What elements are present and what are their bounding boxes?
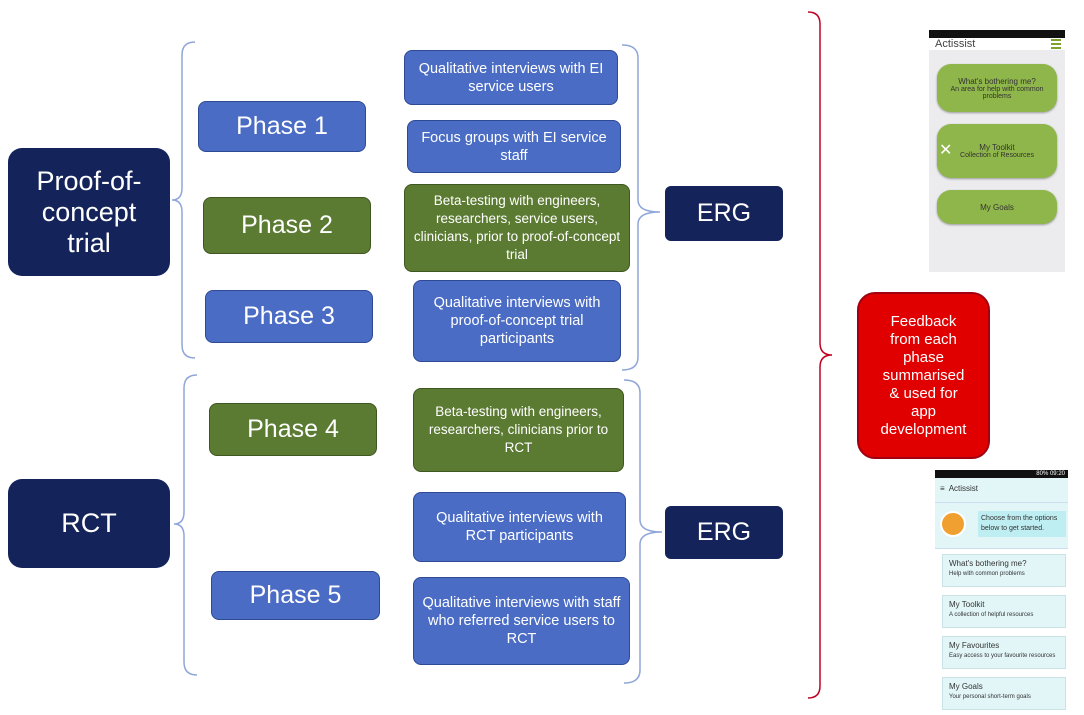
- app-name: Actissist: [935, 38, 976, 50]
- app-header: ≡ Actissist: [935, 478, 1068, 503]
- left-brace-rct: [173, 374, 198, 676]
- button-subtitle: Collection of Resources: [960, 152, 1034, 159]
- menu-button[interactable]: What's bothering me?An area for help wit…: [937, 64, 1057, 112]
- status-bar: 80% 09:20: [935, 470, 1068, 478]
- activity-box: Qualitative interviews with staff who re…: [413, 577, 630, 665]
- button-title: My Goals: [980, 202, 1014, 212]
- feedback-box: Feedback from each phase summarised & us…: [857, 292, 990, 459]
- card-subtitle: Help with common problems: [949, 571, 1025, 577]
- button-subtitle: An area for help with common problems: [950, 85, 1044, 100]
- card-title: My Goals: [949, 682, 983, 691]
- avatar: [940, 511, 966, 537]
- activity-box: Beta-testing with engineers, researchers…: [404, 184, 630, 272]
- status-bar: [929, 30, 1065, 38]
- card-title: My Toolkit: [949, 600, 985, 609]
- phase-5-box: Phase 5: [211, 571, 380, 620]
- app-header: Actissist: [929, 38, 1065, 50]
- activity-box: Qualitative interviews with proof-of-con…: [413, 280, 621, 362]
- rct-box: RCT: [8, 479, 170, 568]
- phase-3-box: Phase 3: [205, 290, 373, 343]
- left-brace-poc: [171, 41, 196, 359]
- erg-box-poc: ERG: [665, 186, 783, 241]
- menu-icon[interactable]: ≡: [940, 484, 945, 493]
- activity-box: Focus groups with EI service staff: [407, 120, 621, 173]
- phase-4-box: Phase 4: [209, 403, 377, 456]
- activity-box: Qualitative interviews with RCT particip…: [413, 492, 626, 562]
- button-title: What's bothering me?: [958, 76, 1036, 86]
- button-title: My Toolkit: [979, 143, 1015, 152]
- poc-trial-box: Proof-of-concept trial: [8, 148, 170, 276]
- activity-box: Beta-testing with engineers, researchers…: [413, 388, 624, 472]
- card-subtitle: Easy access to your favourite resources: [949, 653, 1056, 659]
- card-title: What's bothering me?: [949, 559, 1027, 568]
- app-screenshot-v1: Actissist What's bothering me?An area fo…: [929, 30, 1065, 272]
- tools-icon: ✕: [939, 142, 953, 159]
- right-brace-poc: [621, 44, 661, 371]
- card-title: My Favourites: [949, 641, 1000, 650]
- card-subtitle: A collection of helpful resources: [949, 612, 1034, 618]
- activity-box: Qualitative interviews with EI service u…: [404, 50, 618, 105]
- app-screenshot-v2: 80% 09:20 ≡ Actissist Choose from the op…: [935, 470, 1068, 712]
- right-brace-rct: [623, 379, 663, 684]
- menu-card[interactable]: What's bothering me? Help with common pro…: [942, 554, 1066, 587]
- menu-button[interactable]: My Goals: [937, 190, 1057, 224]
- card-subtitle: Your personal short-term goals: [949, 694, 1031, 700]
- app-name: Actissist: [948, 484, 979, 493]
- intro-bubble: Choose from the options below to get sta…: [978, 511, 1066, 537]
- intro-panel: Choose from the options below to get sta…: [935, 503, 1068, 549]
- phase-2-box: Phase 2: [203, 197, 371, 254]
- menu-icon[interactable]: [1051, 39, 1061, 51]
- phase-1-box: Phase 1: [198, 101, 366, 152]
- erg-box-rct: ERG: [665, 506, 783, 559]
- menu-card[interactable]: My Toolkit A collection of helpful resour…: [942, 595, 1066, 628]
- feedback-bracket: [807, 11, 833, 699]
